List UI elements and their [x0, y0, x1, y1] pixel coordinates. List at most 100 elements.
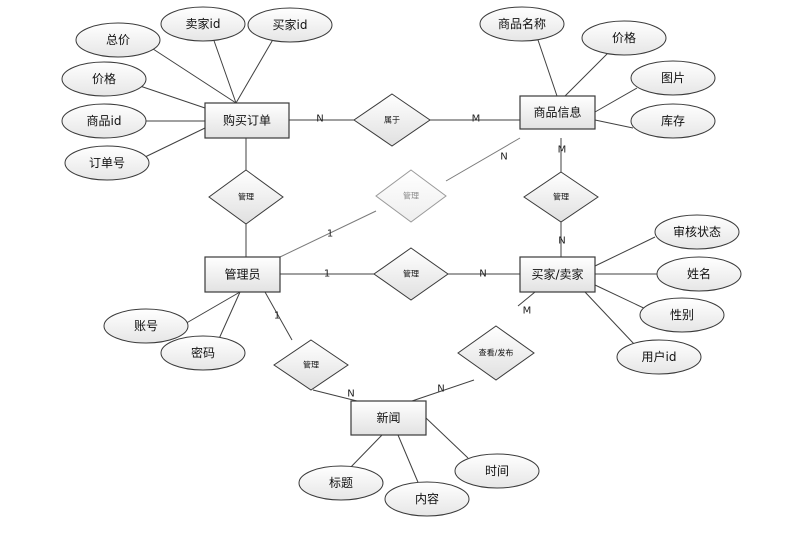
attr-order-price-label: 价格	[92, 71, 116, 86]
edge-order-number	[142, 127, 206, 159]
relationship-manage-product[interactable]: 管理	[375, 169, 447, 223]
edges	[139, 34, 657, 488]
attr-order-price[interactable]: 价格	[61, 61, 147, 97]
entity-admin[interactable]: 管理员	[204, 256, 281, 293]
relationship-manage-order-label: 管理	[238, 192, 254, 202]
attr-product-name[interactable]: 商品名称	[479, 6, 565, 42]
relationship-view-publish-label: 查看/发布	[479, 348, 514, 358]
attr-product-image-label: 图片	[661, 71, 685, 85]
card-admin-manage-news: 1	[274, 311, 280, 322]
edge-manage-faint-product	[445, 137, 521, 182]
entity-news[interactable]: 新闻	[350, 400, 427, 436]
card-admin-manage-product: 1	[327, 229, 333, 240]
attr-news-title[interactable]: 标题	[298, 465, 384, 501]
attr-product-name-label: 商品名称	[498, 16, 546, 31]
entity-admin-label: 管理员	[224, 267, 260, 282]
edge-order-seller-id	[211, 34, 237, 104]
edge-news-title	[347, 434, 383, 471]
attr-order-buyer-id-label: 买家id	[273, 17, 308, 32]
attr-product-image[interactable]: 图片	[630, 60, 716, 96]
card-view-publish-news: N	[437, 384, 444, 395]
edge-manage-news-news	[312, 389, 358, 402]
relationship-manage-product-label: 管理	[403, 191, 419, 201]
attr-order-seller-id-label: 卖家id	[186, 16, 221, 31]
attr-admin-password[interactable]: 密码	[160, 335, 246, 371]
relationship-view-publish[interactable]: 查看/发布	[457, 325, 535, 381]
entity-product[interactable]: 商品信息	[519, 95, 596, 130]
attr-order-number-label: 订单号	[89, 156, 125, 170]
attr-order-buyer-id[interactable]: 买家id	[247, 7, 333, 43]
entity-user[interactable]: 买家/卖家	[519, 256, 596, 293]
attr-product-stock-label: 库存	[661, 113, 685, 128]
entity-order-label: 购买订单	[223, 113, 271, 128]
card-manage-news-n: N	[347, 389, 354, 400]
attr-product-price[interactable]: 价格	[581, 20, 667, 56]
relationship-manage-user[interactable]: 管理	[373, 247, 449, 301]
edge-product-image	[594, 87, 638, 113]
relationship-belongs-label: 属于	[384, 116, 400, 125]
relationship-manage-user-product[interactable]: 管理	[523, 171, 599, 223]
edge-view-publish-news	[411, 379, 475, 402]
attr-order-total-label: 总价	[106, 33, 130, 47]
attr-news-content-label: 内容	[415, 491, 439, 506]
attr-user-name[interactable]: 姓名	[656, 256, 742, 292]
attr-product-price-label: 价格	[612, 30, 636, 45]
edge-product-price	[564, 50, 611, 97]
card-belongs-product: M	[472, 114, 481, 125]
card-product-manage-user-top: M	[558, 145, 567, 156]
attr-admin-password-label: 密码	[191, 345, 215, 360]
edge-product-stock	[594, 119, 634, 129]
edge-admin-manage-faint	[279, 210, 377, 258]
card-manage-product-n: N	[500, 152, 507, 163]
attr-news-title-label: 标题	[329, 476, 353, 490]
edge-news-content	[397, 434, 421, 488]
attr-user-gender[interactable]: 性别	[639, 297, 725, 333]
edge-user-gender	[594, 284, 651, 312]
relationship-manage-news-label: 管理	[303, 360, 319, 370]
relationship-manage-user-label: 管理	[403, 269, 419, 279]
attr-order-number[interactable]: 订单号	[64, 145, 150, 181]
attr-order-seller-id[interactable]: 卖家id	[160, 6, 246, 42]
edge-news-time	[425, 417, 469, 459]
attr-user-id[interactable]: 用户id	[616, 339, 702, 375]
edge-admin-password	[217, 291, 241, 342]
attr-order-product-id-label: 商品id	[87, 113, 122, 128]
card-order-belongs: N	[316, 114, 323, 125]
cardinality-labels: N M 1 N M N 1 N 1 N M N	[274, 114, 567, 400]
card-admin-manage-user: 1	[324, 269, 330, 280]
attr-news-time[interactable]: 时间	[454, 453, 540, 489]
attr-user-name-label: 姓名	[687, 266, 711, 281]
card-manage-user-n: N	[479, 269, 486, 280]
attr-admin-account[interactable]: 账号	[103, 308, 189, 344]
edge-user-id	[584, 291, 636, 346]
attr-news-content[interactable]: 内容	[384, 481, 470, 517]
card-product-manage-user-bottom: N	[558, 236, 565, 247]
relationship-manage-order[interactable]: 管理	[208, 169, 284, 225]
edge-user-view-publish	[517, 291, 536, 307]
attr-user-review-status-label: 审核状态	[673, 224, 721, 239]
edge-order-price	[139, 85, 206, 109]
attr-product-stock[interactable]: 库存	[630, 103, 716, 139]
edge-order-total	[149, 46, 237, 104]
relationship-belongs[interactable]: 属于	[353, 93, 431, 147]
attr-user-gender-label: 性别	[670, 308, 694, 322]
relationship-manage-news[interactable]: 管理	[273, 339, 349, 391]
attr-admin-account-label: 账号	[134, 319, 158, 333]
attr-order-total[interactable]: 总价	[75, 22, 161, 58]
edge-order-buyer-id	[235, 35, 276, 104]
entity-news-label: 新闻	[376, 410, 400, 425]
relationship-manage-user-product-label: 管理	[553, 192, 569, 202]
attr-user-review-status[interactable]: 审核状态	[654, 214, 740, 250]
attr-user-id-label: 用户id	[642, 349, 677, 364]
edge-user-review	[594, 236, 656, 267]
entity-product-label: 商品信息	[533, 105, 581, 120]
entity-order[interactable]: 购买订单	[204, 102, 290, 139]
card-user-view-publish: M	[523, 306, 532, 317]
edge-admin-manage-news	[264, 291, 293, 341]
entity-user-label: 买家/卖家	[531, 267, 583, 282]
attr-order-product-id[interactable]: 商品id	[61, 103, 147, 139]
attr-news-time-label: 时间	[485, 464, 509, 478]
edge-admin-account	[182, 291, 241, 326]
edge-product-name	[537, 39, 558, 97]
